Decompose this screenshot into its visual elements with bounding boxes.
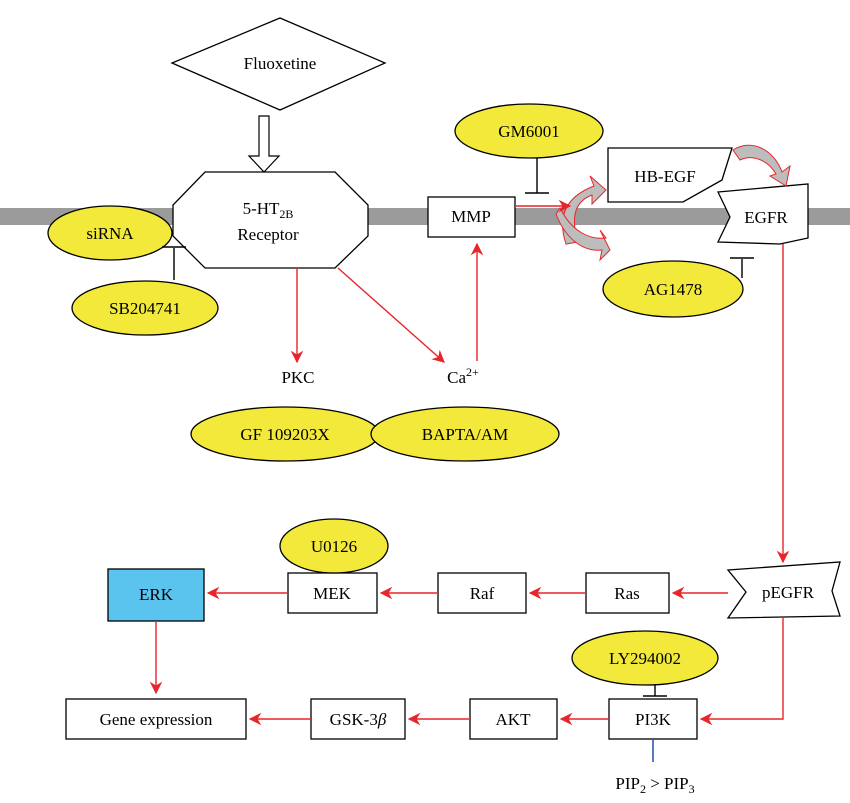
akt-label: AKT <box>496 710 532 729</box>
ag1478-inhibition-line <box>730 257 754 278</box>
akt-node <box>469 698 558 740</box>
binding-curved-arrow <box>732 144 791 187</box>
mek-node <box>287 572 378 614</box>
pi3k-node <box>608 698 698 740</box>
u0126-label: U0126 <box>311 537 357 556</box>
pegfr-to-pi3k-arrow <box>699 618 784 726</box>
ca-label: Ca2+ <box>447 365 479 387</box>
gsk3b-node <box>310 698 406 740</box>
pi3k-label: PI3K <box>635 710 672 729</box>
gf109203x-label: GF 109203X <box>240 425 329 444</box>
raf-label: Raf <box>470 584 495 603</box>
erk-node <box>107 568 205 622</box>
receptor-to-ca-arrow <box>337 267 445 363</box>
sirna-label: siRNA <box>86 224 134 243</box>
ly294002-label: LY294002 <box>609 649 681 668</box>
egfr-label: EGFR <box>744 208 788 227</box>
gene-expression-label: Gene expression <box>100 710 213 729</box>
receptor-label-line2: Receptor <box>237 225 299 244</box>
bapta-am-inhibitor <box>370 406 560 462</box>
ras-node <box>585 572 670 614</box>
sb204741-label: SB204741 <box>109 299 181 318</box>
fluoxetine-hollow-arrow <box>247 115 281 173</box>
ly294002-inhibitor <box>571 630 719 686</box>
bapta-am-label: BAPTA/AM <box>422 425 509 444</box>
gm6001-inhibitor <box>454 103 604 159</box>
hb-egf-node <box>607 147 733 203</box>
raf-node <box>437 572 527 614</box>
gm6001-inhibition-line <box>525 158 549 194</box>
u0126-inhibitor <box>279 518 389 574</box>
ras-label: Ras <box>614 584 640 603</box>
mmp-label: MMP <box>451 207 491 226</box>
ly294002-inhibition-line <box>643 684 667 697</box>
sb204741-inhibition-line <box>162 246 186 280</box>
fluoxetine-label: Fluoxetine <box>244 54 317 73</box>
pkc-label: PKC <box>281 368 314 387</box>
5ht2b-receptor-node <box>172 171 369 269</box>
gm6001-label: GM6001 <box>498 122 559 141</box>
erk-label: ERK <box>139 585 174 604</box>
shedding-curved-arrow-2 <box>555 207 611 262</box>
fluoxetine-node <box>170 17 387 111</box>
pegfr-node <box>726 561 841 619</box>
egfr-node <box>716 183 809 245</box>
sirna-inhibitor <box>47 205 173 261</box>
ag1478-inhibitor <box>602 260 744 318</box>
pegfr-label: pEGFR <box>762 583 815 602</box>
pip-conversion-label: PIP2 > PIP3 <box>615 774 694 796</box>
gsk3b-label: GSK-3β <box>330 710 387 729</box>
ag1478-label: AG1478 <box>644 280 703 299</box>
mmp-node <box>427 196 516 238</box>
sb204741-inhibitor <box>71 280 219 336</box>
mek-label: MEK <box>313 584 352 603</box>
gene-expression-node <box>65 698 247 740</box>
receptor-label-line1: 5-HT2B <box>243 199 294 221</box>
hb-egf-label: HB-EGF <box>634 167 695 186</box>
